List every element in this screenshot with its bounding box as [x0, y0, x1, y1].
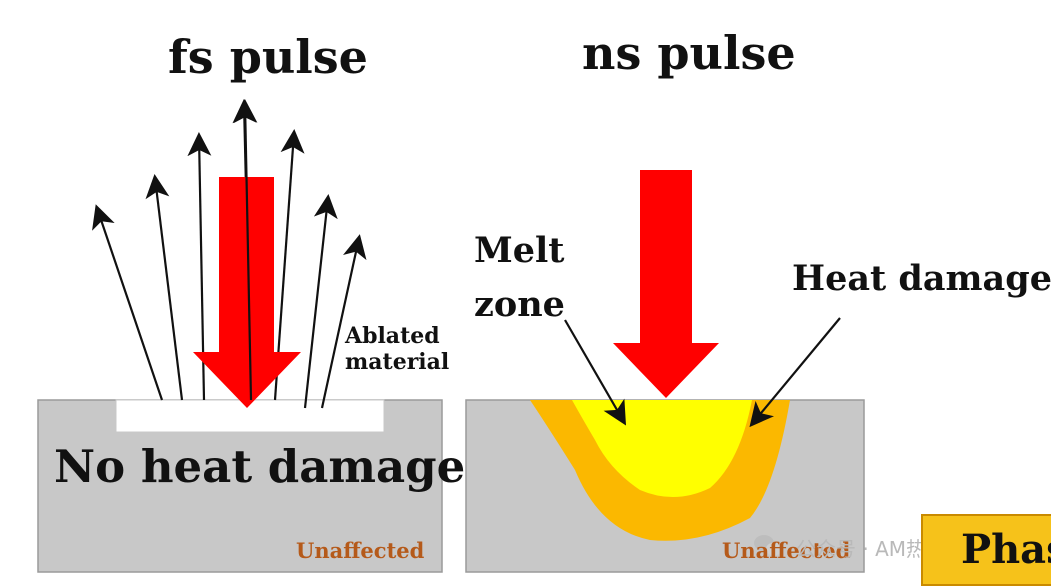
ablated-label-line2: material [345, 349, 450, 375]
fs-laser-arrow [193, 177, 301, 408]
ns-laser-arrow [613, 170, 719, 398]
fs-ablation-crater [115, 399, 385, 433]
ablation-arrow-2 [145, 174, 184, 401]
wechat-icon [754, 535, 782, 556]
ablated-label-line1: Ablated [345, 323, 440, 349]
melt-zone-pointer [564, 319, 627, 426]
ns-unaffected-label: Unaffected [722, 538, 851, 563]
ablation-arrow-1 [92, 204, 164, 401]
melt-label-line1: Melt [474, 230, 565, 271]
heat-damage-label: Heat damage [792, 258, 1051, 299]
ablation-arrow-7 [320, 234, 367, 409]
no-heat-damage-label: No heat damage [54, 440, 466, 493]
heat-damage-pointer [749, 317, 841, 428]
phase-box-text: Phas [961, 526, 1051, 573]
ablation-arrow-center [233, 99, 258, 401]
fs-pulse-title: fs pulse [168, 30, 368, 84]
ns-pulse-title: ns pulse [582, 26, 796, 80]
fs-unaffected-label: Unaffected [296, 538, 425, 563]
ablation-arrow-6 [303, 194, 338, 409]
phase-box: Phas [921, 514, 1051, 586]
melt-zone-label: Melt zone [474, 224, 565, 332]
ablated-material-label: Ablated material [345, 323, 449, 375]
melt-label-line2: zone [474, 284, 565, 325]
